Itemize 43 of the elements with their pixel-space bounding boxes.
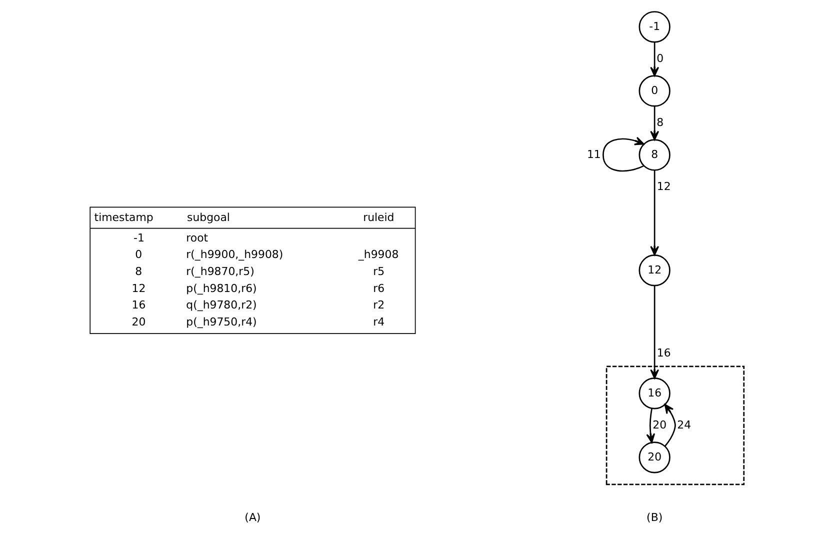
arrow: [650, 286, 659, 379]
edge-label: 12: [656, 180, 670, 193]
arrow: [650, 106, 659, 140]
node-circle: 20: [638, 442, 670, 474]
label: r(_h9870,r5): [186, 264, 254, 278]
label: r(_h9900,_h9908): [186, 248, 283, 262]
arrow: [602, 136, 644, 172]
label: r5: [372, 264, 384, 278]
label: 16: [131, 298, 146, 312]
label: r4: [372, 315, 384, 328]
label: timestamp: [94, 211, 153, 224]
label: r2: [372, 298, 384, 312]
edge-label: 24: [676, 418, 691, 432]
arrow: [646, 408, 655, 444]
node-circle: -1: [638, 11, 670, 43]
arrow: [650, 42, 659, 76]
label: 20: [131, 315, 146, 328]
edge-label: 16: [656, 346, 670, 360]
edge-label: 20: [652, 418, 666, 432]
edge-label: 11: [586, 148, 600, 161]
label: 12: [131, 282, 146, 295]
arrow: [650, 170, 659, 256]
label: -1: [133, 231, 144, 244]
cluster: [605, 366, 744, 486]
label: 0: [134, 248, 142, 262]
label: q(_h9780,r2): [186, 298, 256, 312]
edge-label: 0: [656, 52, 664, 65]
label: p(_h9810,r6): [186, 282, 256, 295]
node-circle: 16: [638, 378, 670, 410]
label: _h9908: [358, 248, 398, 262]
node-circle: 0: [638, 75, 670, 107]
arrow: [664, 404, 676, 447]
label: subgoal: [186, 211, 230, 224]
label: r6: [372, 282, 384, 295]
label: ruleid: [362, 211, 394, 224]
node-circle: 12: [638, 254, 670, 286]
label: (A): [244, 510, 260, 524]
node-circle: 8: [638, 139, 670, 171]
label: (B): [646, 510, 662, 524]
label: p(_h9750,r4): [186, 315, 256, 328]
label: root: [186, 231, 208, 244]
label: 8: [134, 264, 142, 278]
edge-label: 8: [656, 116, 664, 129]
